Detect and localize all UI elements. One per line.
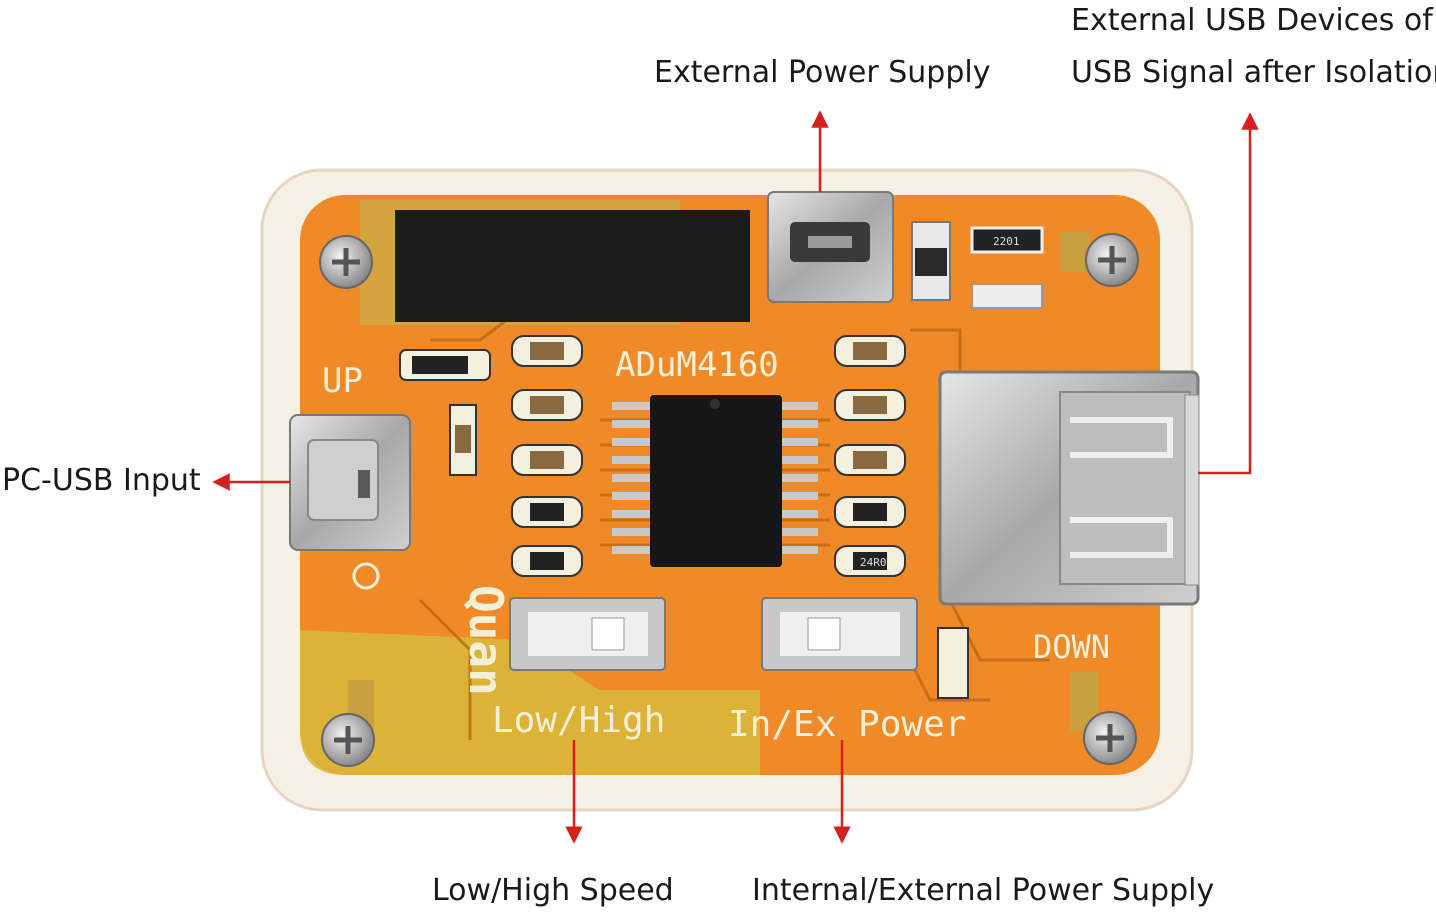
capacitors-left <box>511 335 583 577</box>
usb-a-connector <box>938 370 1200 606</box>
standoff-top-right <box>1060 232 1090 272</box>
callout-low-high-speed: Low/High Speed <box>432 873 674 908</box>
smd-right-top <box>911 221 1044 309</box>
silk-low-high-label: Low/High <box>492 700 665 741</box>
screw-bottom-left <box>321 713 375 767</box>
callout-usb-devices-line2: USB Signal after Isolation <box>1071 55 1436 90</box>
callout-pc-usb-input: PC-USB Input <box>2 463 201 498</box>
callout-internal-external-power: Internal/External Power Supply <box>752 873 1215 908</box>
switch-in-ex-power <box>761 597 918 671</box>
switch-low-high <box>509 597 666 671</box>
silk-in-ex-power-label: In/Ex Power <box>728 704 966 745</box>
silk-up-label: UP <box>322 361 363 401</box>
arrow-usb-devices <box>1198 112 1259 475</box>
capacitor-down <box>937 627 969 699</box>
silk-brand-logo: Quan <box>459 585 513 696</box>
registered-mark-icon <box>352 562 380 590</box>
resistor-label-2201: 2201 <box>993 235 1020 248</box>
screw-bottom-right <box>1083 711 1137 765</box>
adum4160-chip <box>612 395 818 567</box>
diode-left <box>399 349 491 476</box>
micro-usb-left <box>289 414 411 551</box>
silk-chip-label: ADuM4160 <box>615 345 779 385</box>
silk-down-label: DOWN <box>1033 628 1110 666</box>
callout-external-power: External Power Supply <box>654 55 991 90</box>
screw-top-left <box>319 235 373 289</box>
pcb-yellow-region <box>300 630 760 775</box>
micro-usb-top <box>767 191 894 303</box>
screw-top-right <box>1085 233 1139 287</box>
callout-usb-devices-line1: External USB Devices of <box>1071 3 1433 38</box>
resistor-label-24r0: 24R0 <box>860 556 887 569</box>
capacitors-right <box>834 335 906 577</box>
black-component-block <box>395 210 750 322</box>
